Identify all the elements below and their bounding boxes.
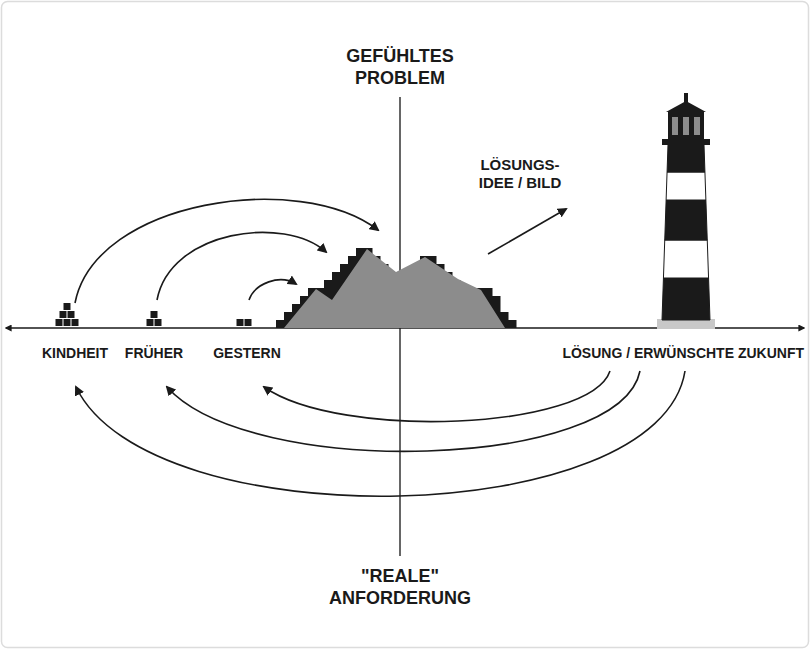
lighthouse <box>657 93 715 329</box>
axis-title: "REALE" ANFORDERUNG <box>325 566 475 609</box>
mountain <box>284 249 505 328</box>
time-label: GESTERN <box>197 345 297 362</box>
time-label: KINDHEIT <box>20 345 130 362</box>
time-label: FRÜHER <box>114 345 194 362</box>
mountain-outline <box>276 248 517 328</box>
future-label: LÖSUNG / ERWÜNSCHTE ZUKUNFT <box>562 345 804 362</box>
axis-title: GEFÜHLTES PROBLEM <box>335 46 465 89</box>
memory-blocks <box>56 303 252 326</box>
idea-label: LÖSUNGS- IDEE / BILD <box>468 156 573 192</box>
